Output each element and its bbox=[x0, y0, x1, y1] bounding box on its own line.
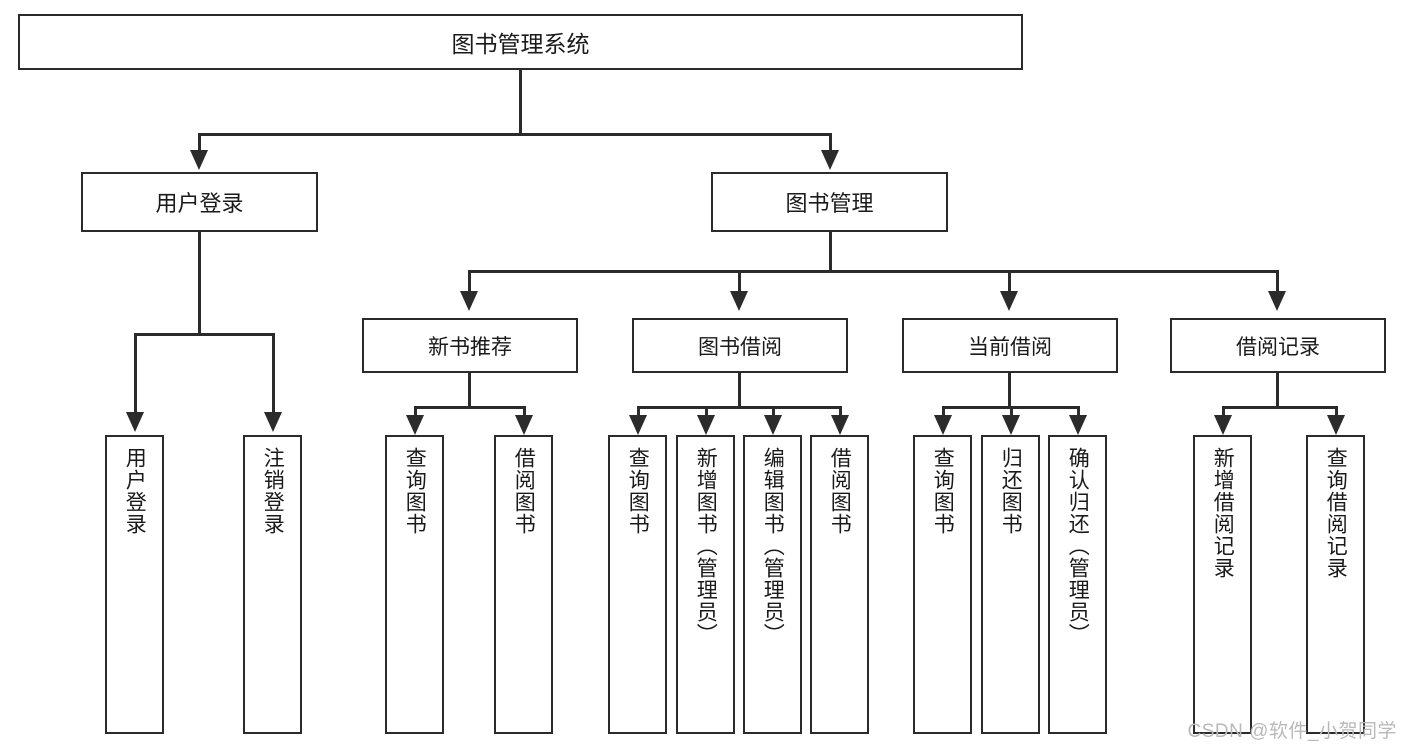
arrowhead-new-book bbox=[460, 291, 478, 311]
arrowhead-user-login bbox=[190, 150, 208, 170]
connector-drop-borrow-record bbox=[1276, 270, 1279, 294]
arrowhead-borrow-record-leaf-1 bbox=[1214, 415, 1232, 435]
node-label: 图书管理 bbox=[785, 191, 874, 216]
node-user-login[interactable]: 用户登录 bbox=[81, 172, 318, 232]
connector-drop-borrow-record-leaf-2 bbox=[1335, 406, 1338, 418]
connector-borrow-record-bus bbox=[1222, 406, 1338, 409]
arrowhead-new-book-leaf-1 bbox=[406, 415, 424, 435]
node-label: 借阅图书 bbox=[828, 447, 852, 535]
connector-current-borrow-stem bbox=[1008, 373, 1011, 409]
node-label: 图书管理系统 bbox=[451, 31, 590, 57]
connector-drop-current-borrow-leaf-2 bbox=[1010, 406, 1013, 418]
connector-drop-book-borrow-leaf-1 bbox=[637, 406, 640, 418]
leaf-book-borrow-query[interactable]: 查询图书 bbox=[608, 435, 667, 734]
leaf-current-borrow-query[interactable]: 查询图书 bbox=[913, 435, 972, 734]
leaf-borrow-record-query[interactable]: 查询借阅记录 bbox=[1306, 435, 1365, 734]
arrowhead-borrow-record-leaf-2 bbox=[1327, 415, 1345, 435]
arrowhead-book-borrow-leaf-4 bbox=[831, 415, 849, 435]
arrowhead-current-borrow-leaf-1 bbox=[934, 415, 952, 435]
connector-drop-current-borrow bbox=[1008, 270, 1011, 294]
connector-drop-new-book bbox=[468, 270, 471, 294]
leaf-user-login-logout[interactable]: 注销登录 bbox=[243, 435, 302, 734]
arrowhead-new-book-leaf-2 bbox=[515, 415, 533, 435]
connector-drop-new-book-leaf-1 bbox=[414, 406, 417, 418]
node-label: 查询图书 bbox=[403, 447, 427, 535]
node-label: 归还图书 bbox=[999, 447, 1023, 535]
leaf-book-borrow-add[interactable]: 新增图书（管理员） bbox=[676, 435, 735, 734]
arrowhead-book-borrow-leaf-1 bbox=[629, 415, 647, 435]
arrowhead-book-manage bbox=[821, 150, 839, 170]
leaf-current-borrow-return[interactable]: 归还图书 bbox=[981, 435, 1040, 734]
node-label: 查询图书 bbox=[626, 447, 650, 535]
leaf-current-borrow-confirm[interactable]: 确认归还（管理员） bbox=[1048, 435, 1107, 734]
node-book-borrow[interactable]: 图书借阅 bbox=[632, 318, 848, 373]
node-label: 当前借阅 bbox=[968, 335, 1052, 359]
connector-drop-book-borrow bbox=[738, 270, 741, 294]
connector-drop-current-borrow-leaf-3 bbox=[1077, 406, 1080, 418]
arrowhead-current-borrow-leaf-2 bbox=[1002, 415, 1020, 435]
node-label: 新书推荐 bbox=[428, 335, 512, 359]
connector-level1-bus bbox=[198, 133, 832, 136]
connector-drop-user-login-leaf-1 bbox=[134, 333, 137, 415]
arrowhead-book-borrow-leaf-3 bbox=[764, 415, 782, 435]
leaf-new-book-borrow[interactable]: 借阅图书 bbox=[494, 435, 553, 734]
node-root-system[interactable]: 图书管理系统 bbox=[18, 14, 1023, 70]
node-label: 注销登录 bbox=[261, 447, 285, 535]
connector-drop-user-login bbox=[198, 133, 201, 155]
connector-book-borrow-bus bbox=[637, 406, 842, 409]
node-label: 编辑图书（管理员） bbox=[761, 447, 785, 645]
leaf-book-borrow-edit[interactable]: 编辑图书（管理员） bbox=[743, 435, 802, 734]
connector-user-login-bus bbox=[134, 333, 275, 336]
connector-drop-book-manage bbox=[829, 133, 832, 155]
connector-drop-book-borrow-leaf-4 bbox=[839, 406, 842, 418]
leaf-book-borrow-borrow[interactable]: 借阅图书 bbox=[810, 435, 869, 734]
connector-drop-new-book-leaf-2 bbox=[523, 406, 526, 418]
node-label: 用户登录 bbox=[155, 191, 244, 216]
connector-new-book-stem bbox=[468, 373, 471, 409]
arrowhead-user-login-leaf-1 bbox=[126, 412, 144, 432]
connector-drop-user-login-leaf-2 bbox=[272, 333, 275, 415]
node-label: 确认归还（管理员） bbox=[1066, 447, 1090, 645]
node-book-management[interactable]: 图书管理 bbox=[711, 172, 948, 232]
node-label: 新增借阅记录 bbox=[1211, 447, 1235, 579]
connector-drop-book-borrow-leaf-2 bbox=[705, 406, 708, 418]
node-label: 查询图书 bbox=[931, 447, 955, 535]
connector-user-login-stem bbox=[198, 232, 201, 335]
arrowhead-borrow-record bbox=[1268, 291, 1286, 311]
connector-drop-borrow-record-leaf-1 bbox=[1222, 406, 1225, 418]
node-label: 查询借阅记录 bbox=[1324, 447, 1348, 579]
connector-drop-current-borrow-leaf-1 bbox=[942, 406, 945, 418]
arrowhead-book-borrow-leaf-2 bbox=[697, 415, 715, 435]
node-label: 新增图书（管理员） bbox=[694, 447, 718, 645]
watermark-text: CSDN @软件_小贺同学 bbox=[1187, 721, 1397, 742]
leaf-borrow-record-add[interactable]: 新增借阅记录 bbox=[1193, 435, 1252, 734]
connector-book-borrow-stem bbox=[738, 373, 741, 409]
connector-new-book-bus bbox=[414, 406, 526, 409]
leaf-user-login-login[interactable]: 用户登录 bbox=[105, 435, 164, 734]
arrowhead-book-borrow bbox=[730, 291, 748, 311]
arrowhead-current-borrow bbox=[1000, 291, 1018, 311]
connector-level2-bus bbox=[468, 270, 1279, 273]
node-new-book-recommend[interactable]: 新书推荐 bbox=[362, 318, 578, 373]
arrowhead-current-borrow-leaf-3 bbox=[1069, 415, 1087, 435]
leaf-new-book-query[interactable]: 查询图书 bbox=[385, 435, 444, 734]
node-label: 借阅记录 bbox=[1236, 335, 1320, 359]
node-borrow-record[interactable]: 借阅记录 bbox=[1170, 318, 1386, 373]
node-label: 用户登录 bbox=[123, 447, 147, 535]
connector-book-manage-stem bbox=[829, 232, 832, 273]
node-label: 借阅图书 bbox=[512, 447, 536, 535]
arrowhead-user-login-leaf-2 bbox=[264, 412, 282, 432]
connector-borrow-record-stem bbox=[1276, 373, 1279, 409]
connector-drop-book-borrow-leaf-3 bbox=[772, 406, 775, 418]
node-current-borrow[interactable]: 当前借阅 bbox=[902, 318, 1118, 373]
connector-root-stem bbox=[519, 70, 522, 135]
node-label: 图书借阅 bbox=[698, 335, 782, 359]
